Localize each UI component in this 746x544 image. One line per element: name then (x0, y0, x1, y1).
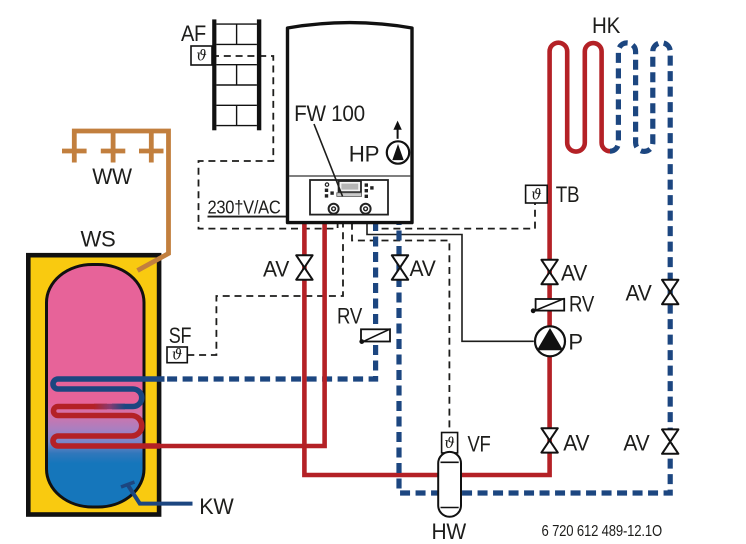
pump-arrow-head (393, 120, 402, 130)
label-sf: SF (169, 323, 192, 348)
label-ww: WW (92, 164, 132, 189)
check-valve-icon (359, 328, 391, 344)
shutoff-valve-icon (390, 254, 410, 281)
label-ws: WS (81, 227, 116, 252)
wire-storage-sensor (187, 222, 344, 356)
shutoff-valve-icon (540, 427, 559, 454)
flow-pipes (160, 40, 611, 478)
label-vf: VF (467, 432, 490, 457)
label-hw: HW (432, 519, 467, 544)
shutoff-valve-icon (661, 278, 680, 306)
p-pump-triangle (536, 328, 564, 351)
label-fw100: FW 100 (294, 101, 365, 126)
shutoff-valve-icon (295, 254, 314, 281)
wire-outdoor-sensor (197, 55, 339, 230)
label-af: AF (181, 21, 206, 46)
label-tb: TB (556, 182, 580, 207)
panel-knobs (327, 202, 372, 215)
outdoor-wall-symbol (212, 19, 262, 131)
wall-edge-right (256, 19, 262, 131)
panel-display-screen (341, 183, 359, 190)
panel-led (324, 182, 330, 187)
label-av: AV (561, 261, 588, 286)
pipe-ww-manifold (71, 128, 171, 273)
label-kw: KW (199, 494, 234, 519)
tank-coil-cold-section (50, 376, 165, 410)
boiler-case (285, 20, 414, 225)
panel-buttons (324, 183, 374, 198)
wall-bricks (216, 23, 257, 127)
boiler-pump (385, 120, 411, 165)
label-av: AV (623, 431, 650, 456)
hp-pump-triangle (392, 144, 404, 161)
tank-coil-hot-section (50, 403, 160, 449)
label-av: AV (263, 257, 290, 282)
check-valves (359, 297, 566, 344)
check-valve-icon (530, 297, 566, 314)
electric-lines (187, 55, 536, 432)
outdoor-sensor-box: ϑ (190, 45, 213, 66)
pipes (50, 40, 673, 506)
tank-coil (50, 376, 165, 449)
label-power: 230†V/AC (208, 198, 281, 218)
label-hk: HK (592, 13, 621, 38)
label-rv: RV (337, 304, 363, 329)
shutoff-valve-icon (540, 258, 559, 286)
low-loss-header (437, 450, 463, 518)
dhw-pipes (62, 128, 171, 273)
labels: AF HK WW WS SF KW HW VF TB HP P FW 100 2… (81, 13, 663, 544)
controller-leader-line (313, 123, 344, 197)
pipe-boiler-flow-heating (302, 40, 611, 478)
label-av: AV (410, 256, 437, 281)
pipe-tank-return (164, 221, 379, 382)
label-rv: RV (569, 292, 595, 317)
doc-number: 6 720 612 489-12.1O (542, 523, 663, 540)
pipe-kw (126, 483, 193, 506)
theta-symbol: ϑ (172, 348, 182, 364)
label-av: AV (626, 281, 653, 306)
label-hp: HP (349, 142, 379, 167)
pipe-boiler-flow-tank (160, 221, 327, 449)
storage-sensor-box: ϑ (166, 346, 189, 364)
theta-symbol: ϑ (444, 436, 454, 452)
storage-tank (25, 252, 162, 517)
hw-capsule (437, 450, 463, 518)
shutoff-valve-icon (661, 428, 680, 455)
label-av: AV (563, 431, 590, 456)
label-p: P (568, 330, 582, 355)
pipe-heating-return (396, 40, 673, 496)
wall-edge-left (212, 19, 217, 131)
control-panel (309, 179, 389, 216)
theta-symbol: ϑ (531, 187, 541, 203)
tank-vessel (45, 263, 146, 509)
limit-sensor-box: ϑ (524, 184, 548, 204)
boiler (285, 20, 414, 225)
wire-pump (366, 222, 534, 343)
flow-sensor-box: ϑ (440, 431, 459, 454)
cold-water-pipe (120, 480, 193, 506)
circulation-pump (533, 325, 567, 358)
sensor-boxes: ϑ ϑ ϑ ϑ (166, 45, 548, 454)
panel-slot (336, 192, 362, 197)
pipe-kw-tick (120, 480, 136, 489)
valves (295, 254, 680, 455)
theta-symbol: ϑ (196, 49, 206, 65)
